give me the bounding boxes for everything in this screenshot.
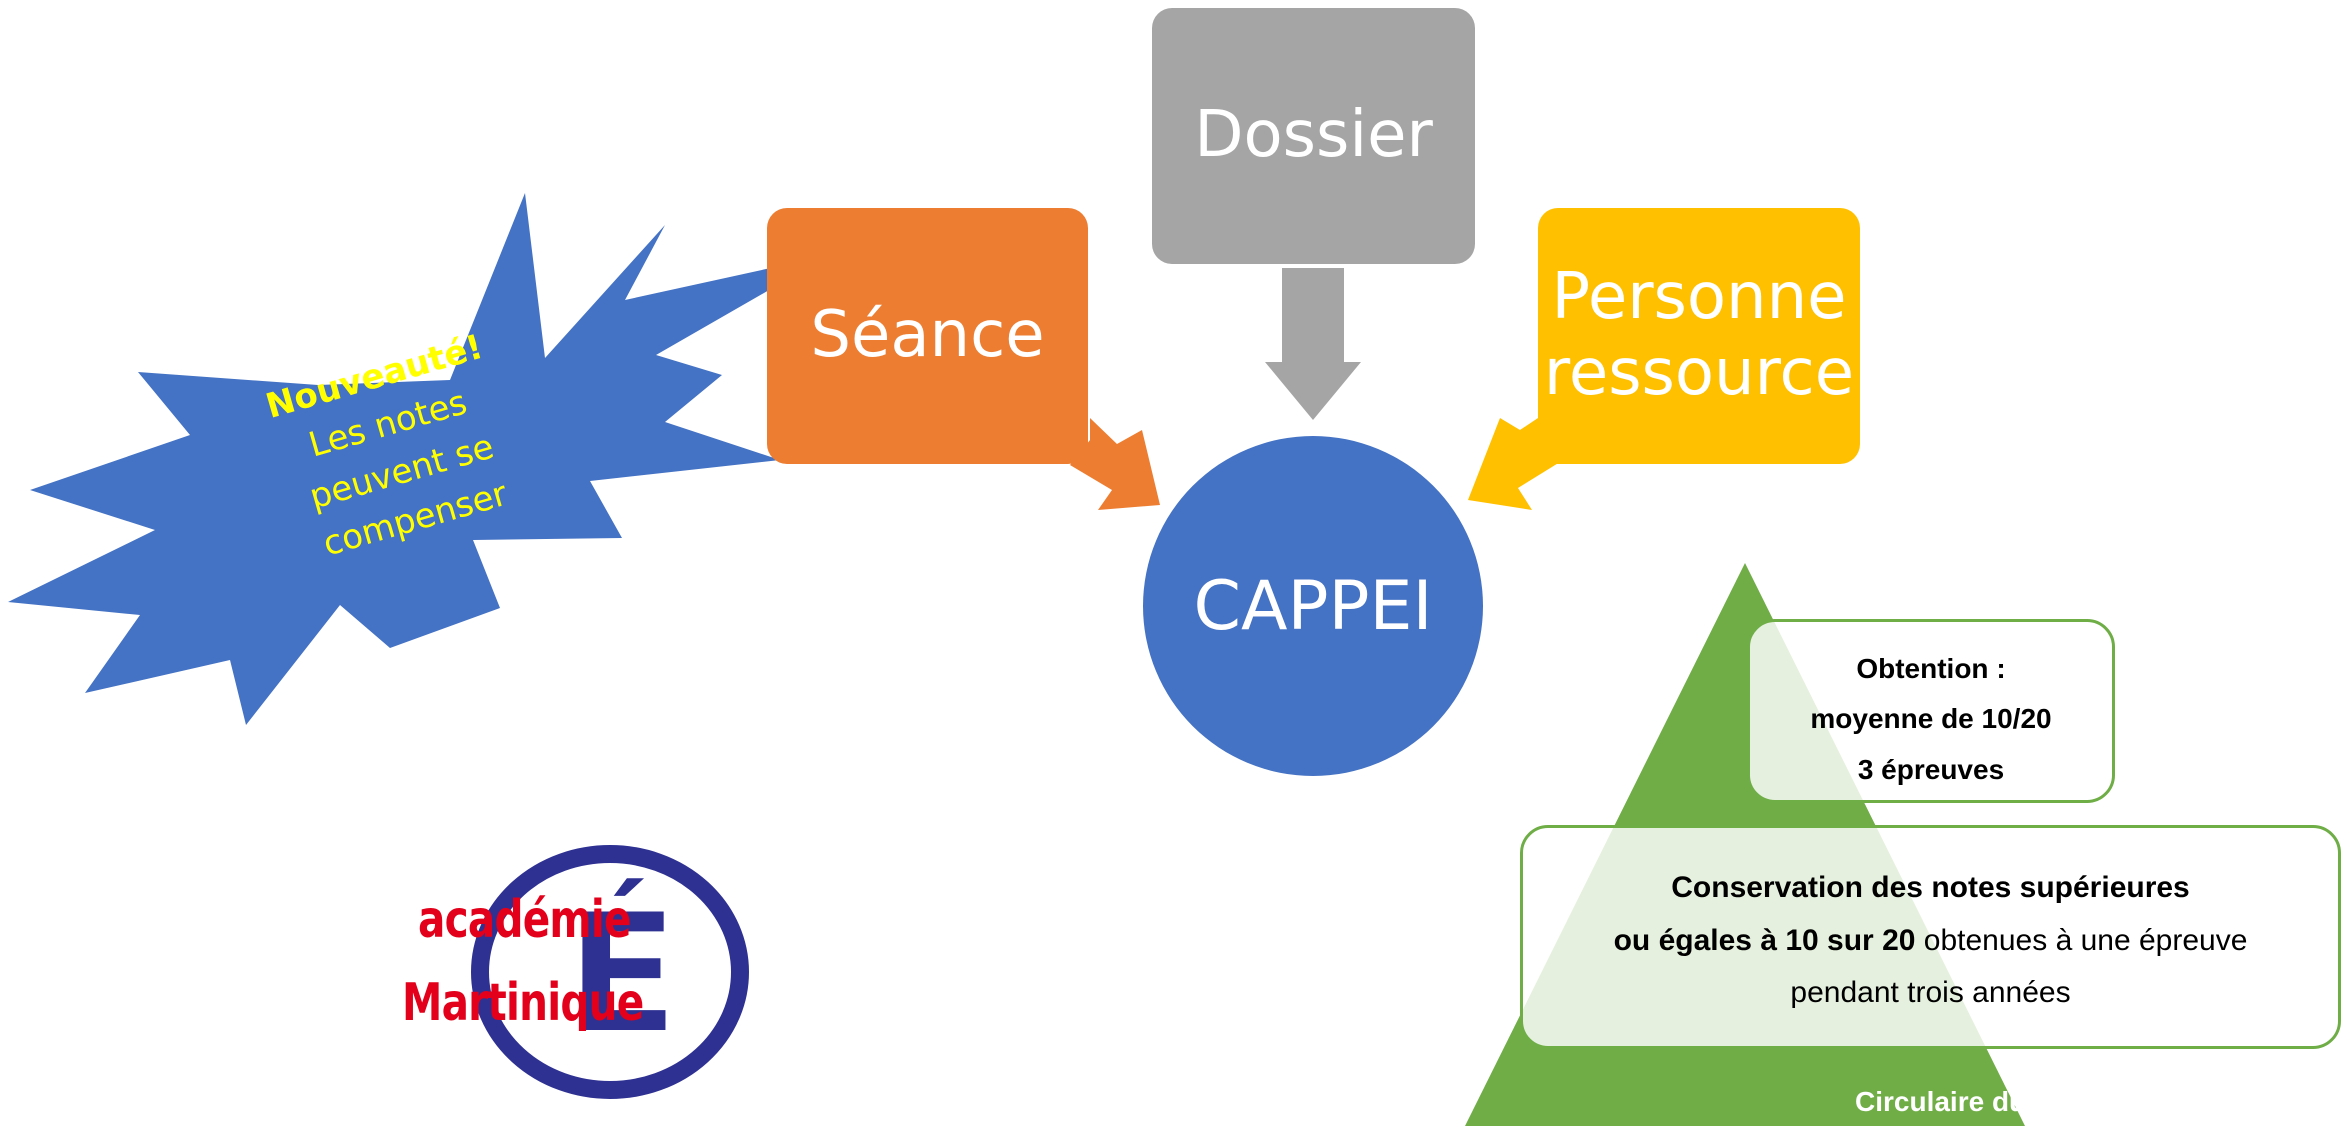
personne-arrow [1468,418,1560,510]
cappei-circle: CAPPEI [1143,436,1483,776]
seance-box: Séance [767,208,1088,464]
obtention-average: moyenne de 10/20 [1810,703,2052,735]
dossier-box: Dossier [1152,8,1475,264]
dossier-label: Dossier [1194,98,1433,173]
seance-label: Séance [810,298,1045,373]
conservation-line2-bold: ou égales à 10 sur 20 [1613,923,1916,957]
conservation-line3: pendant trois années [1790,976,2071,1009]
logo-word-martinique: Martinique [402,973,644,1033]
logo-e-glyph: É [565,876,680,1072]
conservation-line2: ou égales à 10 sur 20 obtenues à une épr… [1523,915,2338,968]
conservation-line2-rest: obtenues à une épreuve [1915,923,2248,957]
personne-label: Personne [1551,260,1847,335]
conservation-box: Conservation des notes supérieures ou ég… [1520,825,2341,1049]
obtention-box: Obtention : moyenne de 10/20 3 épreuves [1747,619,2115,803]
academie-logo: É [471,845,749,1099]
ressource-label: ressource [1543,336,1855,410]
seance-arrow [1070,418,1160,510]
obtention-title: Obtention : [1856,653,2006,684]
personne-ressource-box: Personne ressource [1538,208,1860,464]
logo-word-academie: académie [418,890,632,950]
cappei-label: CAPPEI [1193,566,1433,646]
circulaire-date: Circulaire du 12-2-2021 [1855,1086,2162,1117]
starburst-shape [8,193,830,725]
obtention-tests: 3 épreuves [1857,753,2005,785]
dossier-arrow [1265,268,1361,420]
conservation-line1: Conservation des notes supérieures [1671,871,2190,904]
